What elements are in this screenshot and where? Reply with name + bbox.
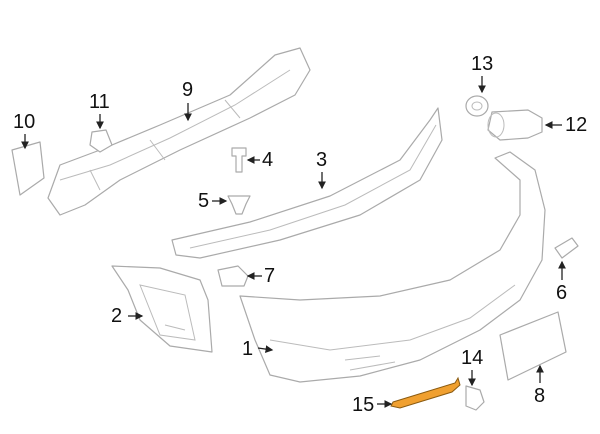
callout-8: 8 [534,385,546,407]
callout-1: 1 [242,338,254,360]
part-7-clip [217,265,249,287]
callout-7: 7 [264,265,276,287]
part-11-nut [89,129,113,153]
callout-4: 4 [262,149,274,171]
callout-14: 14 [461,347,484,369]
callout-3: 3 [316,149,328,171]
part-3-absorber [171,107,443,259]
callout-9: 9 [182,79,194,101]
part-1-bumper-cover [239,151,546,383]
part-8-license-bracket [499,311,567,381]
part-4-bolt [231,147,247,173]
part-15-reflector-highlighted [390,376,461,409]
callout-2: 2 [111,305,123,327]
callout-arrows [21,76,566,408]
callout-6: 6 [556,282,568,304]
part-6-reflector [554,237,579,259]
part-9-reinforcement [47,47,311,216]
part-13-grommet [465,95,489,117]
callout-15: 15 [352,394,375,416]
part-5-clip [227,195,251,215]
callout-10: 10 [13,111,36,133]
callout-12: 12 [565,114,588,136]
part-10-bracket [11,141,45,196]
part-2-bracket [111,265,213,353]
callout-13: 13 [471,53,494,75]
part-14-cap [465,385,485,411]
callout-11: 11 [89,91,110,113]
part-12-sensor [487,109,543,141]
callout-5: 5 [198,190,210,212]
